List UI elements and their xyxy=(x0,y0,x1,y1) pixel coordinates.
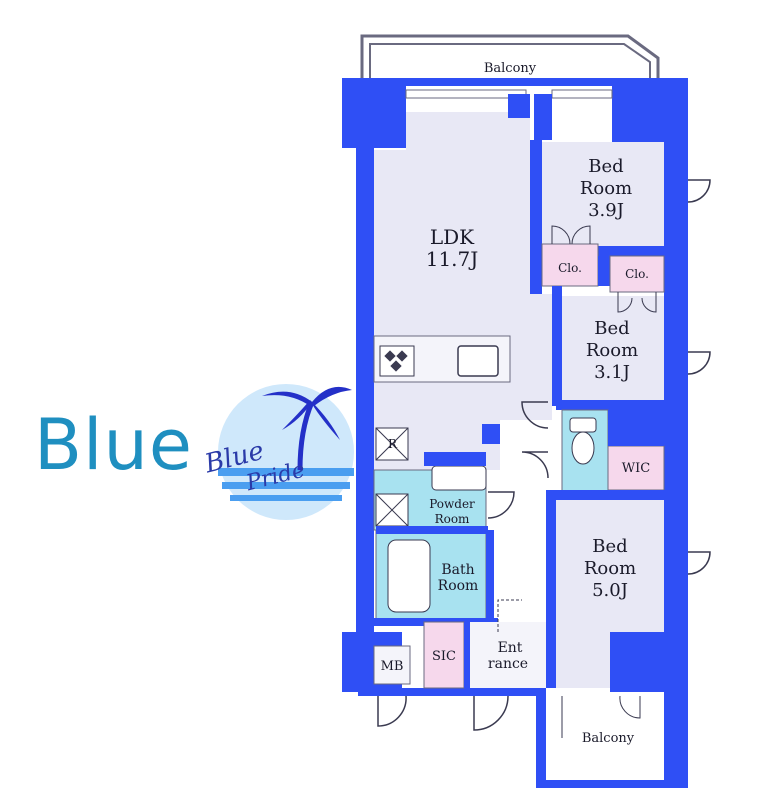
label-balcony-top: Balcony xyxy=(484,61,537,76)
mb-door-icon xyxy=(377,695,407,727)
wall xyxy=(486,530,494,622)
wall xyxy=(536,780,688,788)
wall-column xyxy=(610,632,670,692)
entrance-door-icon xyxy=(473,695,509,731)
window-swing-icon xyxy=(687,179,711,203)
closet-1 xyxy=(541,243,599,287)
room-ldk xyxy=(374,112,552,470)
logo-wave xyxy=(222,482,350,489)
logo-wave xyxy=(218,468,354,476)
plan-outline: R xyxy=(342,34,711,788)
door-swing-icon xyxy=(521,451,549,479)
wall xyxy=(556,400,666,410)
step-line xyxy=(497,599,522,632)
room-wic xyxy=(607,445,665,491)
room-mb xyxy=(373,645,411,685)
balcony-rail xyxy=(369,43,651,78)
logo-wave xyxy=(230,495,342,501)
label-balcony-bottom: Balcony xyxy=(582,731,635,746)
wall xyxy=(536,688,546,788)
label-bath: Bath xyxy=(441,562,474,578)
label-entrance: Ent xyxy=(498,640,523,656)
room-bed3 xyxy=(556,500,664,688)
label-bed1-size: 3.9J xyxy=(588,200,624,221)
sink-icon xyxy=(457,345,499,377)
room-bed2 xyxy=(562,296,664,400)
window-swing-icon xyxy=(687,551,711,575)
label-bed2-size: 3.1J xyxy=(594,362,630,383)
blue-pride-logo: Blue Pride xyxy=(201,384,354,520)
wall xyxy=(376,526,488,534)
wall-column xyxy=(508,94,530,118)
label-bed2-room: Room xyxy=(586,340,638,361)
washer-icon xyxy=(375,493,409,527)
closet-door-icon xyxy=(617,292,633,313)
window-swing-icon xyxy=(687,351,711,375)
toilet-tank-icon xyxy=(569,417,597,433)
wall xyxy=(534,94,552,140)
door-swing-icon xyxy=(521,401,549,429)
palm-leaf-icon xyxy=(262,391,312,406)
balcony-rail xyxy=(360,34,660,78)
wall xyxy=(598,256,610,286)
wall xyxy=(546,500,556,688)
door-swing-icon xyxy=(619,695,641,719)
label-ldk-size: 11.7J xyxy=(426,247,479,271)
palm-leaf-icon xyxy=(312,402,340,440)
room-entrance xyxy=(464,622,546,688)
vanity-icon xyxy=(431,465,487,491)
label-bed1-room: Room xyxy=(580,178,632,199)
closet-2 xyxy=(609,255,665,293)
wall xyxy=(424,452,486,466)
label-bed3: Bed xyxy=(592,536,627,557)
wall xyxy=(546,490,666,500)
toilet-bowl-icon xyxy=(571,431,595,465)
wall xyxy=(342,78,688,86)
door-swing-icon xyxy=(487,491,515,519)
wall xyxy=(356,78,374,638)
wall xyxy=(540,246,666,256)
palm-leaf-icon xyxy=(312,386,352,406)
wall-column xyxy=(482,424,500,444)
label-closet2: Clo. xyxy=(625,267,649,281)
fridge-label: R xyxy=(388,437,398,451)
label-bed1: Bed xyxy=(588,156,623,177)
palm-trunk-icon xyxy=(297,401,315,471)
window xyxy=(551,89,613,99)
label-mb: MB xyxy=(381,659,404,674)
wall xyxy=(530,140,542,294)
closet-door-icon xyxy=(641,292,657,313)
label-bed3-size: 5.0J xyxy=(592,580,628,601)
label-entrance-rance: rance xyxy=(488,656,528,672)
wall xyxy=(608,410,664,446)
label-bed2: Bed xyxy=(594,318,629,339)
label-powder-room: Room xyxy=(435,512,470,526)
label-sic: SIC xyxy=(432,649,456,664)
label-ldk: LDK xyxy=(430,225,475,249)
label-bath-room: Room xyxy=(438,578,479,594)
stove-icon xyxy=(379,345,415,377)
fridge-icon xyxy=(375,427,409,461)
wall xyxy=(464,622,470,688)
label-wic: WIC xyxy=(622,461,650,476)
wall xyxy=(552,286,562,406)
label-closet1: Clo. xyxy=(558,261,582,275)
balcony-bottom xyxy=(546,696,664,780)
brand-wordmark: Blue xyxy=(34,404,193,486)
closet-door-icon xyxy=(551,225,571,245)
closet-door-icon xyxy=(571,225,591,245)
bathtub-icon xyxy=(387,539,431,613)
wall xyxy=(358,688,544,696)
label-bed3-room: Room xyxy=(584,558,636,579)
label-powder: Powder xyxy=(429,497,475,511)
palm-leaf-icon xyxy=(282,400,312,430)
